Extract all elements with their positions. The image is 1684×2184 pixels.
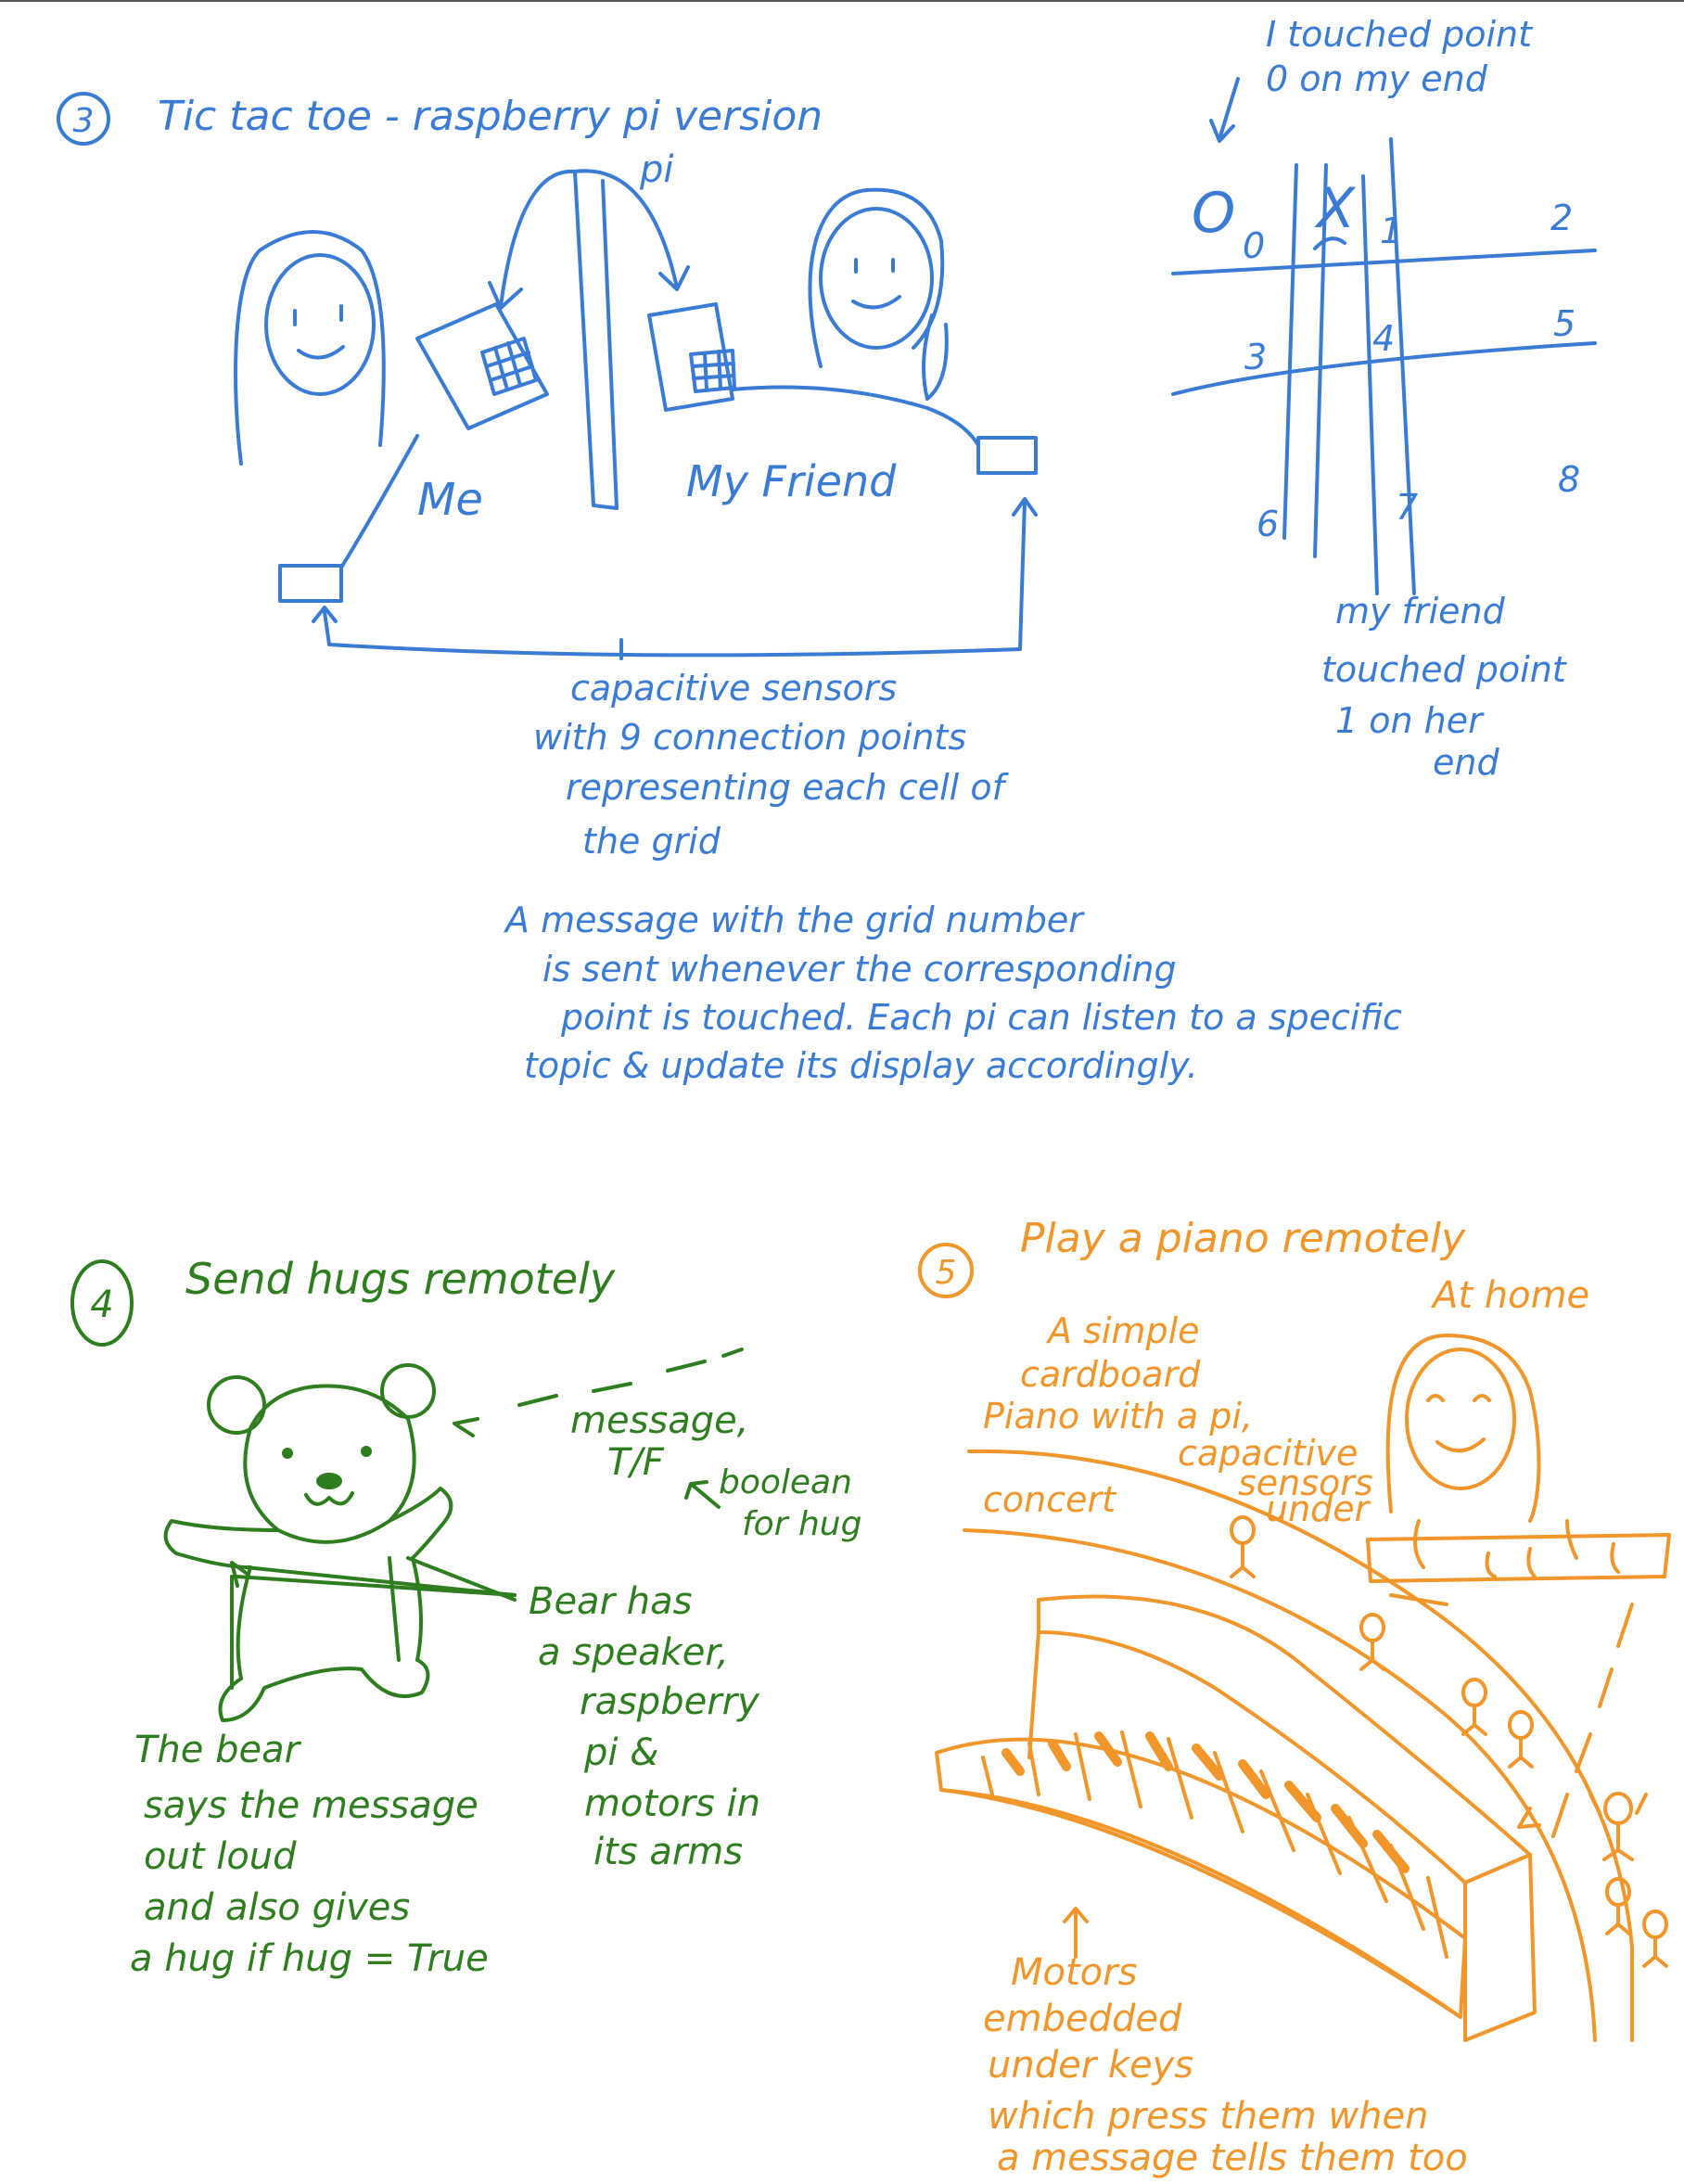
bear-has-label: Bear has a speaker, raspberry pi & motor…: [529, 1580, 772, 1873]
friend-label: My Friend: [686, 456, 897, 506]
section-4-title: Send hugs remotely: [185, 1254, 616, 1304]
arms-pointer-line-2: [406, 1556, 517, 1602]
concert-wall-inner: [963, 1528, 1597, 2042]
home-person: [1385, 1334, 1541, 1523]
grid-note-top: I touched point 0 on my end: [1266, 14, 1543, 99]
arms-pointer-line: [235, 1575, 517, 1597]
concert-wall-outer: [967, 1449, 1634, 2042]
concert-piano: [935, 1594, 1537, 2042]
grid-number: 8: [1558, 459, 1580, 500]
friend-sensor: [976, 436, 1038, 475]
cloud-arc: [499, 169, 679, 308]
grid-number: 5: [1553, 303, 1576, 344]
friend-pi-device: [647, 302, 736, 412]
section-3-title: Tic tac toe - raspberry pi version: [158, 93, 823, 140]
section-5-number-circle: [918, 1243, 974, 1298]
grid-number: 7: [1396, 487, 1418, 528]
message-paragraph: A message with the grid number is sent w…: [503, 900, 1413, 1086]
me-figure: [234, 230, 386, 466]
message-tf-label: message, T/F: [570, 1399, 760, 1484]
cloud-pillar: [573, 170, 619, 510]
at-home-label: At home: [1430, 1274, 1589, 1317]
section-5-title: Play a piano remotely: [1020, 1215, 1466, 1262]
section-5-number: 5: [936, 1254, 957, 1292]
section-3-tic-tac-toe: 3 Tic tac toe - raspberry pi version pi …: [57, 14, 1597, 1086]
arms-pointer-arrow: [230, 1561, 250, 1588]
arrow-to-friend-pi: [658, 265, 690, 291]
grid-touch-mark: [1313, 236, 1346, 250]
me-sensor-wire: [339, 434, 419, 569]
boolean-arrow: [684, 1480, 721, 1509]
arrow-to-me-pi: [488, 281, 523, 310]
home-cardboard-piano: [1366, 1519, 1671, 1583]
tic-tac-toe-grid: [1171, 137, 1597, 595]
concert-label: concert: [983, 1479, 1117, 1520]
grid-numbers: 0 1 2 3 4 5 6 7 8: [1243, 198, 1580, 544]
section-4-hugs: 4 Send hugs remotely message,: [70, 1254, 862, 1980]
grid-mark-x: X: [1314, 176, 1357, 241]
section-3-number: 3: [73, 102, 95, 140]
grid-number: 2: [1550, 198, 1573, 238]
me-label: Me: [417, 474, 483, 526]
grid-number: 4: [1372, 318, 1395, 359]
friend-sensor-arrow: [1012, 497, 1038, 517]
grid-number: 6: [1257, 504, 1279, 544]
grid-number: 3: [1244, 337, 1267, 377]
sensor-caption: capacitive sensors with 9 connection poi…: [533, 668, 1015, 862]
section-4-number-circle: [70, 1259, 134, 1347]
sensor-link-line: [323, 499, 1027, 658]
grid-number: 1: [1380, 211, 1402, 251]
grid-mark-o: O: [1192, 181, 1235, 246]
me-pi-device: [415, 302, 549, 430]
section-3-number-circle: [57, 92, 110, 146]
friend-figure: [808, 187, 949, 401]
grid-number: 0: [1243, 225, 1265, 266]
home-link-dashed-line: [1551, 1603, 1634, 1838]
grid-note-bottom: my friend touched point 1 on her end: [1321, 591, 1577, 783]
concert-audience: [1230, 1515, 1668, 1968]
me-sensor-arrow: [312, 606, 338, 623]
motors-arrow: [1063, 1907, 1089, 1959]
cardboard-label: A simple cardboard Piano with a pi, capa…: [983, 1310, 1384, 1529]
message-dashed-line: [517, 1347, 744, 1407]
boolean-label: boolean for hug: [719, 1463, 862, 1543]
friend-sensor-wire: [731, 385, 980, 447]
section-5-piano: 5 Play a piano remotely At home A simple…: [918, 1215, 1671, 2179]
bear-says-label: The bear says the message out loud and a…: [130, 1729, 490, 1980]
teddy-bear: [163, 1363, 517, 1722]
pi-label: pi: [639, 148, 674, 191]
motors-label: Motors embedded under keys which press t…: [983, 1951, 1468, 2179]
me-sensor: [278, 564, 343, 603]
grid-note-top-arrowhead: [1209, 119, 1235, 143]
home-link-arrowhead: [1517, 1807, 1541, 1829]
grid-note-top-arrow: [1218, 77, 1240, 141]
section-4-number: 4: [90, 1284, 113, 1326]
message-arrowhead: [453, 1417, 479, 1437]
